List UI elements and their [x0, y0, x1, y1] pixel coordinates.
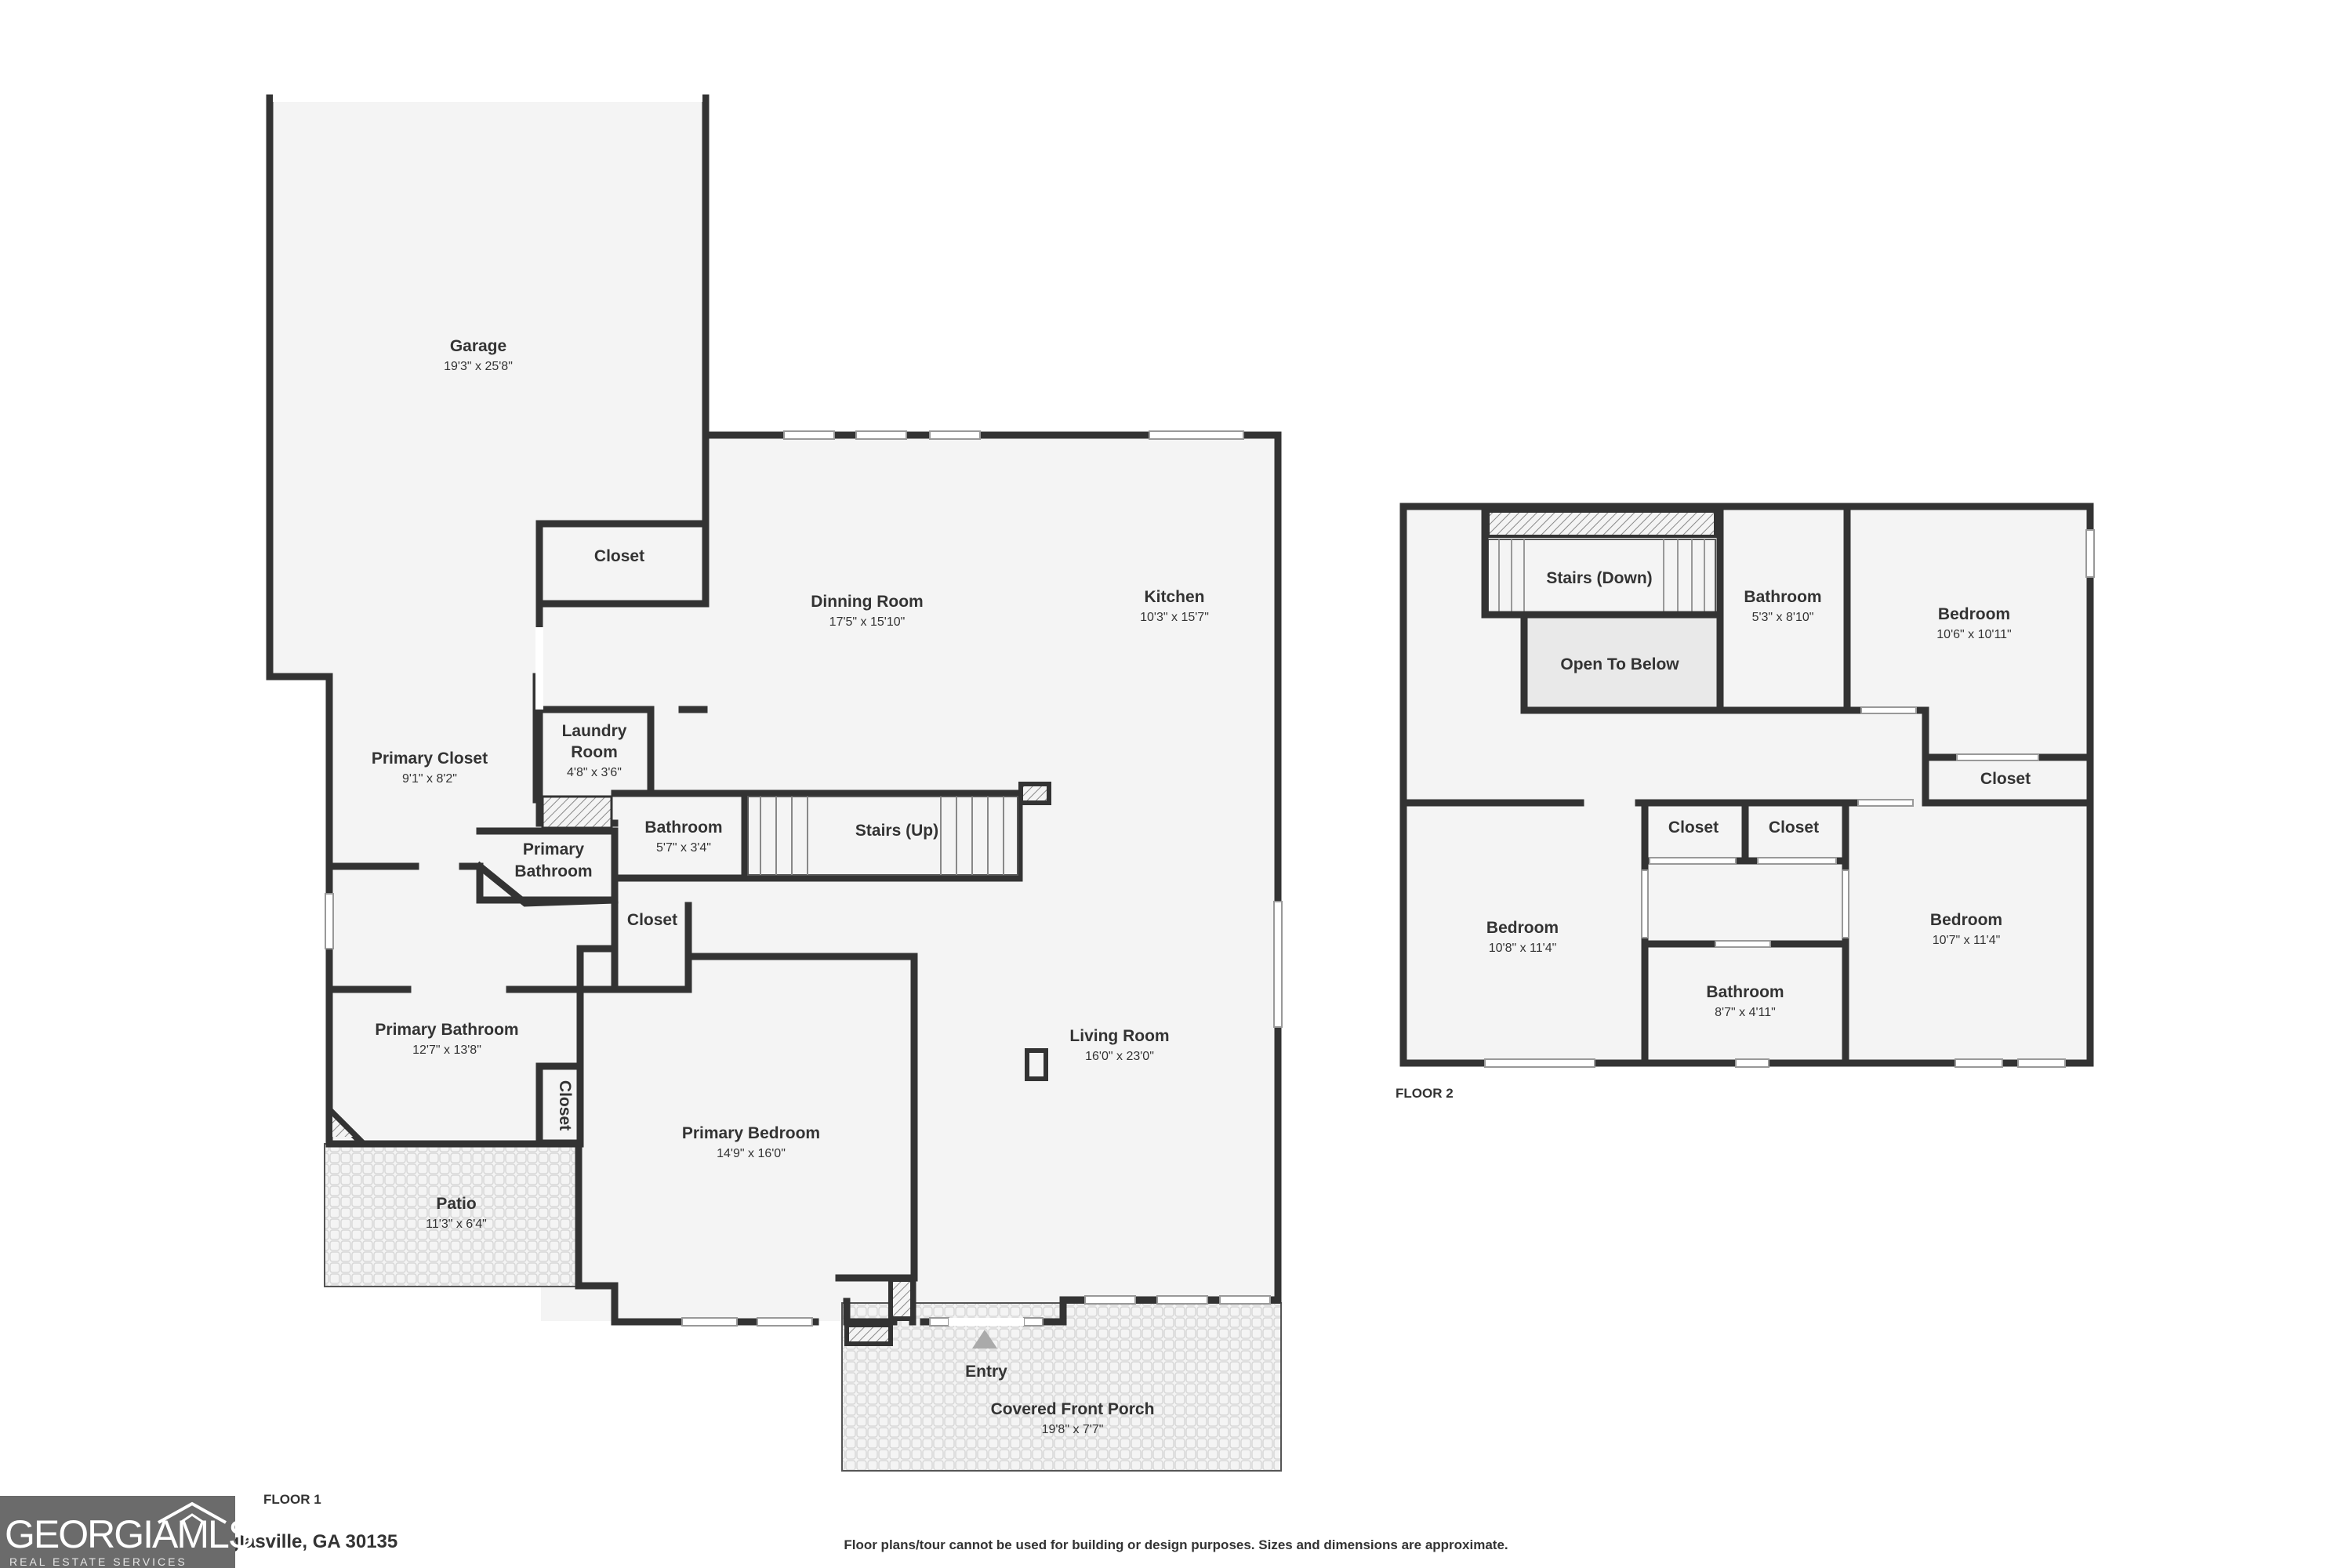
label-closet-a: Closet: [1668, 818, 1719, 837]
open-below-area: [1524, 615, 1717, 709]
dim-primary-closet: 9'1" x 8'2": [402, 772, 457, 786]
label-bathroom-top: Bathroom: [1744, 588, 1821, 606]
porch-floor: [841, 1302, 1282, 1472]
hatch-pillar-kitchen: [1018, 782, 1051, 805]
label-stairs-up: Stairs (Up): [855, 822, 938, 840]
dim-bathroom-bottom: 8'7" x 4'11": [1715, 1006, 1776, 1019]
georgiamls-logo: GEORGIAMLS REAL ESTATE SERVICES: [0, 1496, 254, 1568]
label-patio: Patio: [436, 1195, 476, 1213]
logo-subtitle: REAL ESTATE SERVICES: [9, 1555, 187, 1568]
west-wing-floor: [329, 677, 557, 1139]
dim-primary-bedroom: 14'9" x 16'0": [717, 1147, 786, 1160]
dim-kitchen: 10'3" x 15'7": [1140, 611, 1209, 624]
hatch-laundry: [541, 795, 613, 829]
windows-floor1: [325, 430, 1283, 1327]
patio-floor: [324, 1143, 579, 1287]
label-bedroom-e: Bedroom: [1930, 911, 2002, 929]
label-garage: Garage: [450, 337, 506, 355]
dim-primary-bathroom: 12'7" x 13'8": [412, 1044, 481, 1057]
dim-bedroom-ne: 10'6" x 10'11": [1936, 628, 2011, 641]
dim-bedroom-w: 10'8" x 11'4": [1489, 942, 1557, 955]
label-entry: Entry: [965, 1363, 1007, 1381]
dim-bathroom: 5'7" x 3'4": [656, 841, 711, 855]
label-closet-vertical: Closet: [556, 1080, 574, 1131]
dim-porch: 19'8" x 7'7": [1042, 1423, 1104, 1436]
label-living: Living Room: [1069, 1027, 1169, 1045]
label-porch: Covered Front Porch: [991, 1400, 1155, 1418]
label-primary-bath-small-1: Primary: [523, 840, 585, 858]
stairs-down-hatch: [1486, 510, 1717, 538]
dim-living: 16'0" x 23'0": [1085, 1050, 1154, 1063]
label-primary-bath-small-2: Bathroom: [514, 862, 592, 880]
label-closet-garage: Closet: [594, 547, 644, 565]
label-primary-closet: Primary Closet: [372, 750, 488, 768]
garage-door-opening: [273, 94, 702, 102]
dim-dining: 17'5" x 15'10": [829, 615, 906, 629]
label-laundry-2: Room: [571, 743, 618, 761]
address: uglasville, GA 30135: [216, 1531, 397, 1552]
dim-garage: 19'3" x 25'8": [444, 360, 513, 373]
logo-brand: GEORGIAMLS: [5, 1512, 254, 1556]
label-closet-ne: Closet: [1980, 770, 2031, 788]
label-stairs-down: Stairs (Down): [1546, 569, 1652, 587]
label-bathroom: Bathroom: [644, 818, 722, 837]
label-closet-hall: Closet: [627, 911, 677, 929]
roof-icon: [158, 1501, 227, 1524]
floor-1: Garage 19'3" x 25'8" Closet Dinning Room…: [263, 94, 1283, 1507]
door-dining: [535, 627, 543, 710]
label-bedroom-w: Bedroom: [1486, 919, 1559, 937]
label-dining: Dinning Room: [811, 593, 923, 611]
entry-arrow: [972, 1330, 997, 1348]
label-bedroom-ne: Bedroom: [1938, 605, 2010, 623]
label-primary-bathroom: Primary Bathroom: [375, 1021, 518, 1039]
floor-2: Stairs (Down) Open To Below Bathroom 5'3…: [1396, 503, 2095, 1101]
dim-bedroom-e: 10'7" x 11'4": [1933, 934, 2001, 947]
front-door: [949, 1318, 1024, 1326]
label-kitchen: Kitchen: [1144, 588, 1204, 606]
disclaimer: Floor plans/tour cannot be used for buil…: [844, 1537, 1508, 1552]
corner-hatch: [332, 1116, 353, 1137]
label-bathroom-bottom: Bathroom: [1706, 983, 1784, 1001]
stairs-up: [747, 796, 1018, 876]
hatch-pillar-porch: [888, 1277, 915, 1321]
label-laundry-1: Laundry: [562, 722, 627, 740]
dim-laundry: 4'8" x 3'6": [567, 766, 622, 779]
label-primary-bedroom: Primary Bedroom: [682, 1124, 820, 1142]
hatch-pillar-entry: [844, 1323, 893, 1346]
living-fixture: [1025, 1048, 1048, 1081]
floor1-label: FLOOR 1: [263, 1492, 321, 1507]
dim-patio: 11'3" x 6'4": [426, 1218, 487, 1231]
windows-floor2: [1484, 529, 2095, 1068]
label-open-below: Open To Below: [1560, 655, 1679, 673]
floor2-label: FLOOR 2: [1396, 1086, 1454, 1101]
label-closet-b: Closet: [1769, 818, 1819, 837]
dim-bathroom-top: 5'3" x 8'10": [1752, 611, 1814, 624]
